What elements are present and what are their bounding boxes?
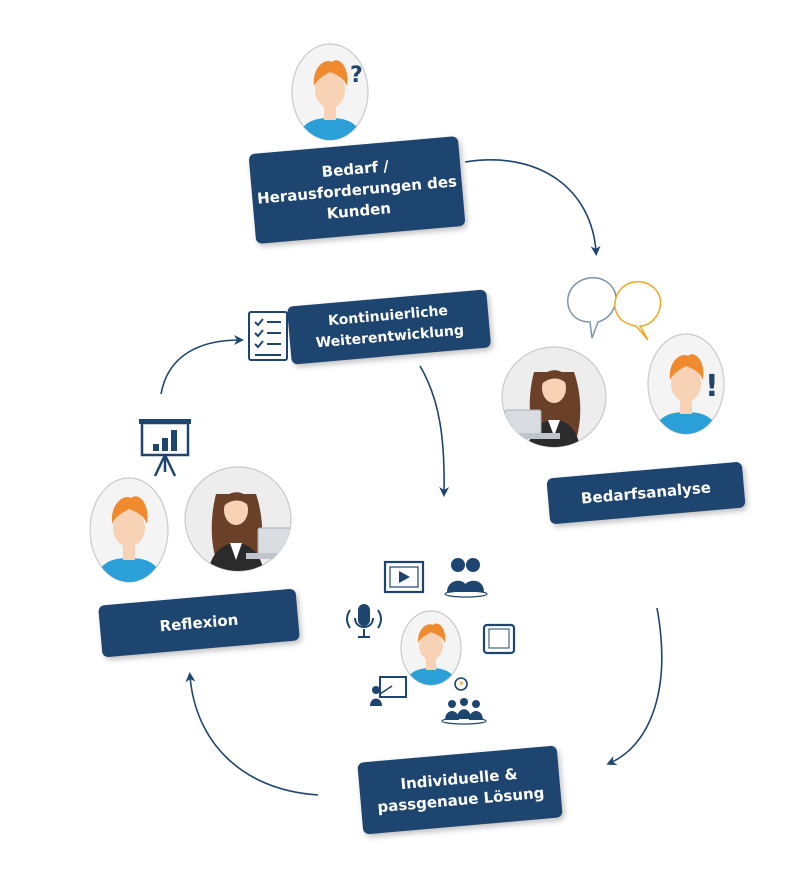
presentation-chart-icon (139, 419, 191, 477)
solution-avatar (400, 610, 462, 686)
consultant-avatar-left (184, 466, 292, 572)
arrow-need-to-analysis (464, 159, 601, 256)
arrow-analysis-to-solution (606, 607, 663, 766)
video-player-icon (383, 560, 425, 594)
question-mark-icon: ? (350, 63, 363, 88)
customer-avatar-question: ? (291, 43, 369, 141)
arrow-solution-to-reflection (185, 672, 319, 796)
step-need-box: Bedarf / Herausforderungen des Kunden (248, 136, 466, 244)
meeting-people-icon (441, 677, 487, 725)
exclamation-mark-icon: ! (705, 369, 719, 404)
customer-avatar-exclamation: ! (647, 333, 725, 435)
team-idea-icon (444, 558, 488, 598)
whiteboard-teacher-icon (370, 676, 407, 706)
speech-bubble-icon (567, 277, 662, 341)
arrow-reflection-to-development (160, 335, 244, 395)
consultant-avatar-right (501, 346, 607, 448)
arrow-development-to-solution (419, 365, 450, 497)
microphone-icon (346, 604, 382, 638)
checklist-icon (248, 311, 288, 361)
tablet-icon (482, 623, 516, 655)
customer-avatar-left (89, 477, 169, 583)
